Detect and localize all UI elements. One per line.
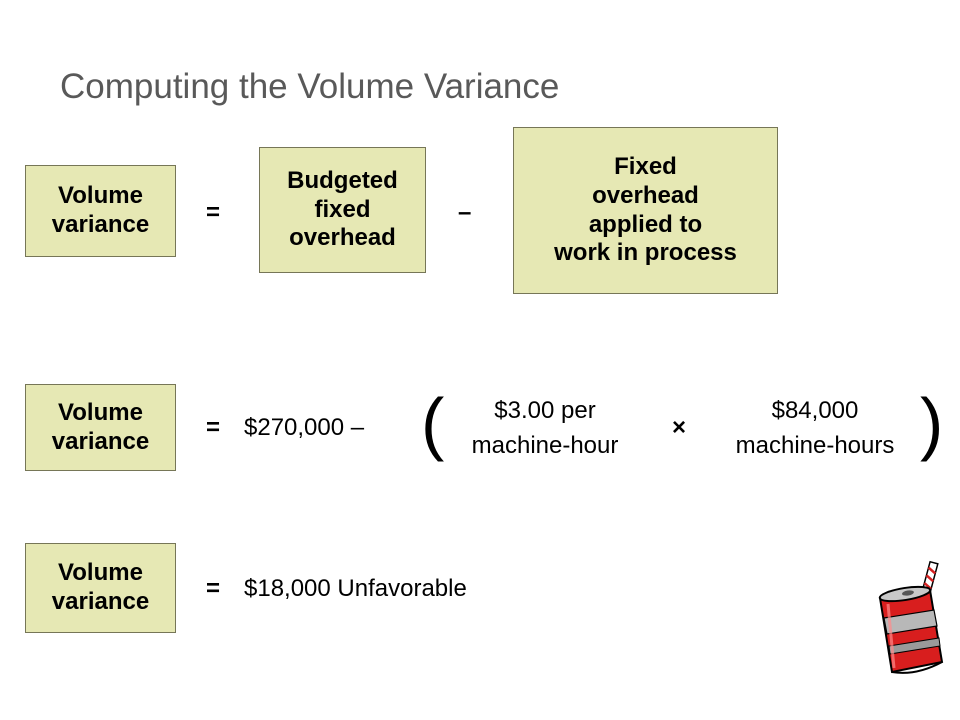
multiply-sign: × bbox=[672, 414, 687, 441]
fixed-overhead-applied-box: Fixed overhead applied to work in proces… bbox=[513, 127, 778, 294]
close-parenthesis: ) bbox=[920, 384, 944, 462]
volume-variance-box: Volume variance bbox=[25, 165, 176, 257]
rate-per-machine-hour: $3.00 per machine-hour bbox=[471, 397, 619, 459]
equals-sign-2: = bbox=[206, 414, 221, 441]
budgeted-fixed-overhead-box: Budgeted fixed overhead bbox=[259, 147, 426, 273]
minus-sign: – bbox=[458, 199, 472, 226]
page-title: Computing the Volume Variance bbox=[60, 67, 560, 106]
volume-variance-box-3: Volume variance bbox=[25, 543, 176, 633]
soda-can-icon bbox=[878, 560, 944, 674]
budgeted-amount: $270,000 – bbox=[244, 414, 365, 441]
volume-variance-box-2: Volume variance bbox=[25, 384, 176, 471]
open-parenthesis: ( bbox=[421, 384, 445, 462]
equals-sign: = bbox=[206, 199, 221, 226]
equals-sign-3: = bbox=[206, 575, 221, 602]
machine-hours: $84,000 machine-hours bbox=[735, 397, 895, 459]
variance-result: $18,000 Unfavorable bbox=[244, 575, 467, 602]
